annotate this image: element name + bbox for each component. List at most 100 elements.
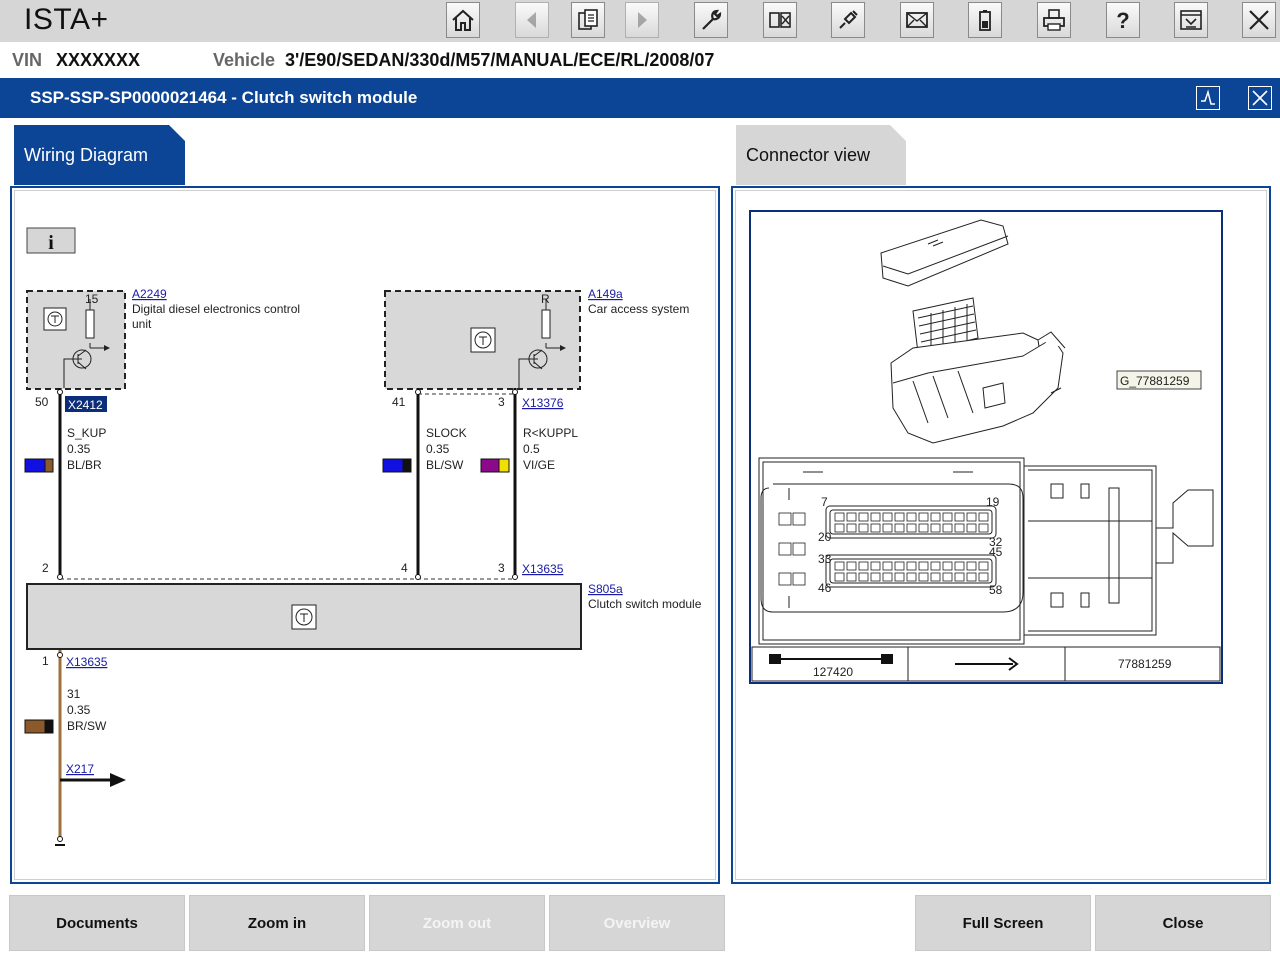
close-document-button[interactable]	[1248, 86, 1272, 110]
wiring-diagram-panel: i 15 A2249 Digital	[10, 186, 720, 884]
continuation-arrow-icon[interactable]	[60, 773, 126, 787]
connector-x13376[interactable]: X13376	[522, 396, 564, 410]
wire3-color-swatch	[480, 458, 510, 473]
pin-number: 50	[35, 395, 49, 409]
connector-view-frame	[735, 190, 1267, 880]
pin-label: 33	[818, 552, 832, 566]
home-icon	[452, 9, 474, 31]
zoom-out-button[interactable]: Zoom out	[369, 895, 545, 951]
connector-legend: 127420 77881259	[751, 646, 1221, 682]
compare-icon	[769, 12, 791, 28]
connection-button[interactable]	[831, 2, 865, 38]
wire3-signal: R<KUPPL	[523, 426, 578, 440]
pin-marker	[512, 574, 518, 580]
pin-marker	[57, 574, 63, 580]
tab-connector-view-label: Connector view	[746, 145, 871, 165]
connector-image-frame	[749, 210, 1223, 684]
legend-image-number: 77881259	[1118, 657, 1172, 671]
ecu-symbol-icon	[470, 327, 496, 353]
connector-view[interactable]: G_77881259	[733, 188, 1269, 882]
wire4-signal: 31	[67, 687, 81, 701]
print-button[interactable]	[1037, 2, 1071, 38]
connector-face-drawing	[758, 457, 1214, 645]
a2249-link[interactable]: A2249	[132, 287, 167, 301]
help-button[interactable]: ?	[1106, 2, 1140, 38]
wire4-color: BR/SW	[67, 719, 107, 733]
pin-number: 2	[42, 561, 49, 575]
pin-label: 32	[989, 535, 1003, 549]
ecu-symbol-icon	[291, 604, 317, 630]
question-icon: ?	[1116, 8, 1129, 33]
vehicle-info-row: VIN XXXXXXX Vehicle 3'/E90/SEDAN/330d/M5…	[0, 44, 1280, 76]
pin-marker	[415, 574, 421, 580]
close-button[interactable]: Close	[1095, 895, 1271, 951]
tab-connector-view[interactable]: Connector view	[736, 125, 906, 185]
wire1-color: BL/BR	[67, 458, 102, 472]
component-s805a[interactable]	[26, 583, 582, 650]
wire1-size: 0.35	[67, 442, 91, 456]
exit-button[interactable]	[1242, 2, 1276, 38]
pin-number: 1	[42, 654, 49, 668]
full-screen-button[interactable]: Full Screen	[915, 895, 1091, 951]
pin-label: 20	[818, 530, 832, 544]
close-icon	[1252, 90, 1268, 106]
battery-icon	[979, 10, 991, 31]
wiring-diagram[interactable]: i 15 A2249 Digital	[12, 188, 718, 882]
arrow-left-icon	[527, 12, 536, 28]
a149a-name: Car access system	[588, 302, 689, 316]
connector-x13635-top[interactable]: X13635	[522, 562, 564, 576]
vin-label: VIN	[12, 50, 43, 70]
a149a-pin: R	[541, 292, 550, 306]
compare-button[interactable]	[763, 2, 797, 38]
home-button[interactable]	[446, 2, 480, 38]
signal-view-button[interactable]	[1196, 86, 1220, 110]
connector-pin-grid	[778, 512, 989, 586]
minimize-icon	[1180, 10, 1202, 30]
info-icon: i	[48, 232, 54, 254]
wrench-icon	[702, 9, 722, 30]
pin-marker	[415, 389, 421, 395]
pin-label: 19	[986, 495, 1000, 509]
tab-wiring-diagram-label: Wiring Diagram	[24, 145, 149, 165]
forward-button[interactable]	[625, 2, 659, 38]
documents-button[interactable]: Documents	[9, 895, 185, 951]
connector-3d-drawing	[880, 219, 1066, 444]
connector-x2412[interactable]: X2412	[68, 398, 103, 412]
pin-number: 3	[498, 561, 505, 575]
transistor-icon	[518, 299, 566, 388]
wire1-signal: S_KUP	[67, 426, 106, 440]
close-icon	[1249, 10, 1269, 30]
clipboard-button[interactable]	[571, 2, 605, 38]
envelope-icon	[906, 12, 928, 28]
pin-marker	[57, 389, 63, 395]
a149a-link[interactable]: A149a	[588, 287, 623, 301]
pin-number: 4	[401, 561, 408, 575]
printer-icon	[1043, 9, 1065, 31]
component-a2249[interactable]: 15	[26, 290, 126, 390]
battery-button[interactable]	[968, 2, 1002, 38]
wire3-size: 0.5	[523, 442, 540, 456]
pin-number: 3	[498, 395, 505, 409]
svg-text:?: ?	[1116, 8, 1129, 33]
pin-label: 58	[989, 583, 1003, 597]
zoom-in-button[interactable]: Zoom in	[189, 895, 365, 951]
info-button[interactable]: i	[26, 227, 76, 254]
app-title: ISTA+	[24, 3, 109, 36]
ecu-symbol-icon	[43, 307, 67, 331]
overview-button[interactable]: Overview	[549, 895, 725, 951]
back-button[interactable]	[515, 2, 549, 38]
service-button[interactable]	[694, 2, 728, 38]
s805a-link[interactable]: S805a	[588, 582, 623, 596]
tab-wiring-diagram[interactable]: Wiring Diagram	[14, 125, 185, 185]
vin-value: XXXXXXX	[56, 50, 141, 70]
connector-x13635-bottom[interactable]: X13635	[66, 655, 108, 669]
pin-label: 46	[818, 581, 832, 595]
messages-button[interactable]	[900, 2, 934, 38]
document-title: SSP-SSP-SP0000021464 - Clutch switch mod…	[30, 88, 418, 107]
minimize-button[interactable]	[1174, 2, 1208, 38]
clipboard-icon	[578, 9, 598, 30]
connector-x217[interactable]: X217	[66, 762, 94, 776]
pin-label: 45	[989, 545, 1003, 559]
component-a149a[interactable]: R	[384, 290, 581, 390]
